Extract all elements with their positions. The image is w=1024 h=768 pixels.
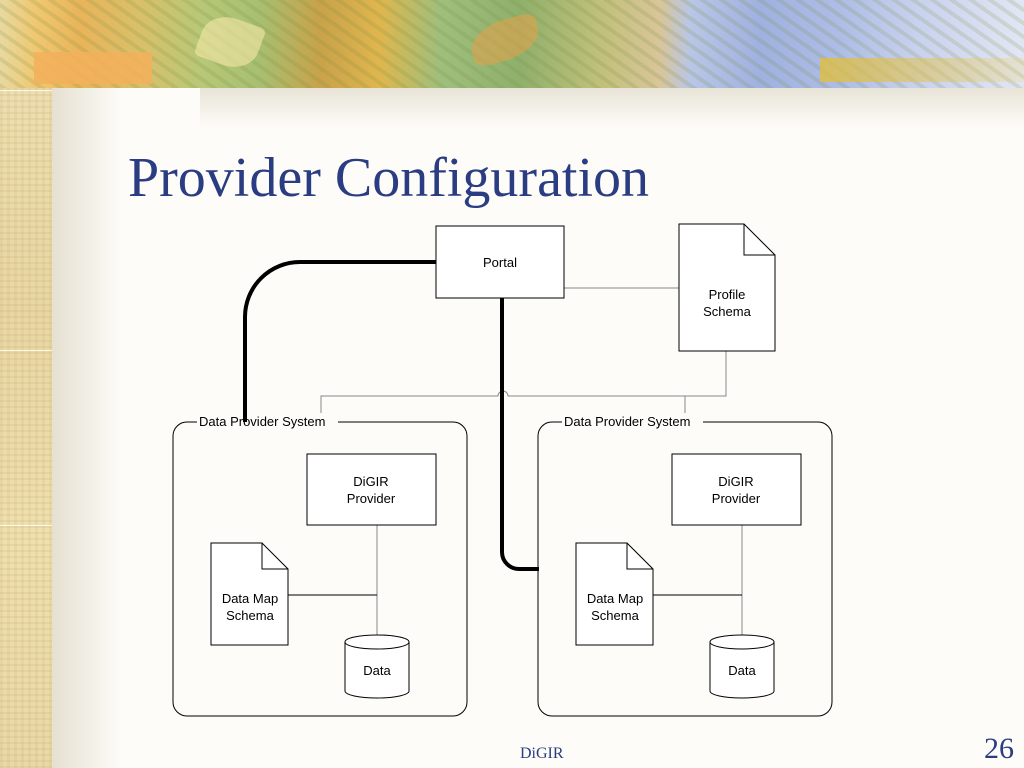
thin-connectors [320,287,727,422]
digir-provider-label-line2: Provider [347,491,396,506]
profile-schema-label-line2: Schema [703,304,751,319]
portal-box [435,225,565,299]
data-cylinder-top [344,634,410,650]
digir-provider-box [671,453,802,526]
system-label-bg [197,413,338,429]
profile-schema-document [678,223,776,352]
left-texture-strip [0,0,52,768]
data-map-schema-label-line2: Schema [591,608,639,623]
strip-seam [0,525,52,526]
data-map-schema-label-line1: Data Map [222,591,278,606]
digir-provider-box [306,453,437,526]
footer-label: DiGIR [520,745,564,762]
page-number: 26 [984,732,1014,765]
data-cylinder [344,642,410,699]
data-map-schema-label-line1: Data Map [587,591,643,606]
document-fold [626,543,653,570]
banner-orange-block [34,52,152,84]
data-cylinder-top [709,634,775,650]
strip-seam [0,350,52,351]
strip-seam [0,90,52,91]
profile-left-system-connector [320,351,727,422]
document-fold [261,543,288,570]
digir-provider-label-line1: DiGIR [353,474,388,489]
decorative-banner [0,0,1024,88]
portal-right-link [500,298,539,571]
system-label-left: Data Provider System [199,414,325,429]
system-label-right: Data Provider System [564,414,690,429]
profile-schema-label-line1: Profile [709,287,746,302]
data-label: Data [728,663,756,678]
document-fold [743,224,775,256]
portal-label: Portal [483,255,517,270]
right-system-internals: DiGIR Provider Data Map Schema Data [575,453,802,699]
data-map-schema-label-line2: Schema [226,608,274,623]
data-label: Data [363,663,391,678]
left-shadow [52,0,122,768]
digir-provider-label-line2: Provider [712,491,761,506]
left-system-internals: DiGIR Provider Data Map Schema Data [210,453,437,699]
banner-gold-grass [820,58,1024,82]
slide-title: Provider Configuration [128,147,650,209]
digir-provider-label-line1: DiGIR [718,474,753,489]
portal-left-link [243,260,436,422]
data-cylinder [709,642,775,699]
system-label-bg [562,413,703,429]
banner-shadow [200,88,1024,128]
